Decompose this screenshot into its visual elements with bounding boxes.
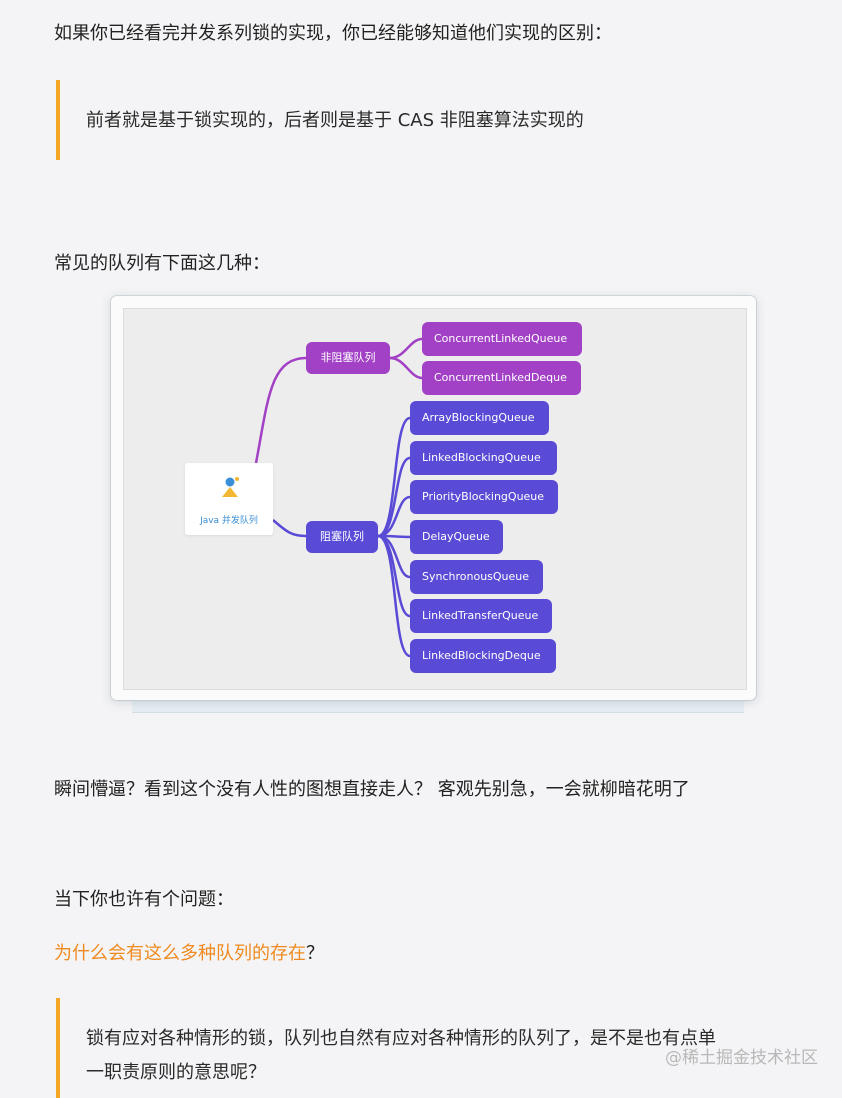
- mindmap-leaf: LinkedTransferQueue: [410, 599, 552, 633]
- question-highlight: 为什么会有这么多种队列的存在: [54, 943, 306, 964]
- blockquote-2: 锁有应对各种情形的锁，队列也自然有应对各种情形的队列了，是不是也有点单 一职责原…: [56, 998, 716, 1098]
- blockquote-1-text: 前者就是基于锁实现的，后者则是基于 CAS 非阻塞算法实现的: [86, 110, 584, 131]
- mindmap-root-node: Java 并发队列: [185, 463, 273, 535]
- mindmap-leaf: LinkedBlockingQueue: [410, 441, 557, 475]
- mindmap-leaf: LinkedBlockingDeque: [410, 639, 556, 673]
- mindmap-leaf: ArrayBlockingQueue: [410, 401, 549, 435]
- mindmap-leaf: ConcurrentLinkedDeque: [422, 361, 581, 395]
- queues-intro-paragraph: 常见的队列有下面这几种：: [54, 253, 270, 274]
- mindmap-leaf: PriorityBlockingQueue: [410, 480, 558, 514]
- blockquote-1: 前者就是基于锁实现的，后者则是基于 CAS 非阻塞算法实现的: [56, 80, 584, 160]
- reaction-paragraph: 瞬间懵逼？看到这个没有人性的图想直接走人？ 客观先别急，一会就柳暗花明了: [54, 779, 690, 800]
- mindmap-root-label: Java 并发队列: [200, 516, 258, 526]
- mindmap-branch-nonblocking: 非阻塞队列: [306, 342, 390, 374]
- mindmap-leaf: DelayQueue: [410, 520, 503, 554]
- blockquote-2-line-1: 锁有应对各种情形的锁，队列也自然有应对各种情形的队列了，是不是也有点单: [86, 1028, 716, 1049]
- intro-paragraph: 如果你已经看完并发系列锁的实现，你已经能够知道他们实现的区别：: [54, 23, 612, 44]
- question-intro-paragraph: 当下你也许有个问题：: [54, 889, 234, 910]
- watermark: @稀土掘金技术社区: [665, 1048, 818, 1068]
- question-paragraph: 为什么会有这么多种队列的存在？: [54, 940, 324, 968]
- mindmap-card-shadow: [132, 700, 744, 713]
- person-icon: [222, 477, 239, 497]
- question-mark: ？: [306, 943, 324, 964]
- mindmap-leaf: ConcurrentLinkedQueue: [422, 322, 582, 356]
- mindmap-branch-blocking: 阻塞队列: [306, 521, 378, 553]
- blockquote-2-line-2: 一职责原则的意思呢？: [86, 1062, 266, 1083]
- mindmap-leaf: SynchronousQueue: [410, 560, 543, 594]
